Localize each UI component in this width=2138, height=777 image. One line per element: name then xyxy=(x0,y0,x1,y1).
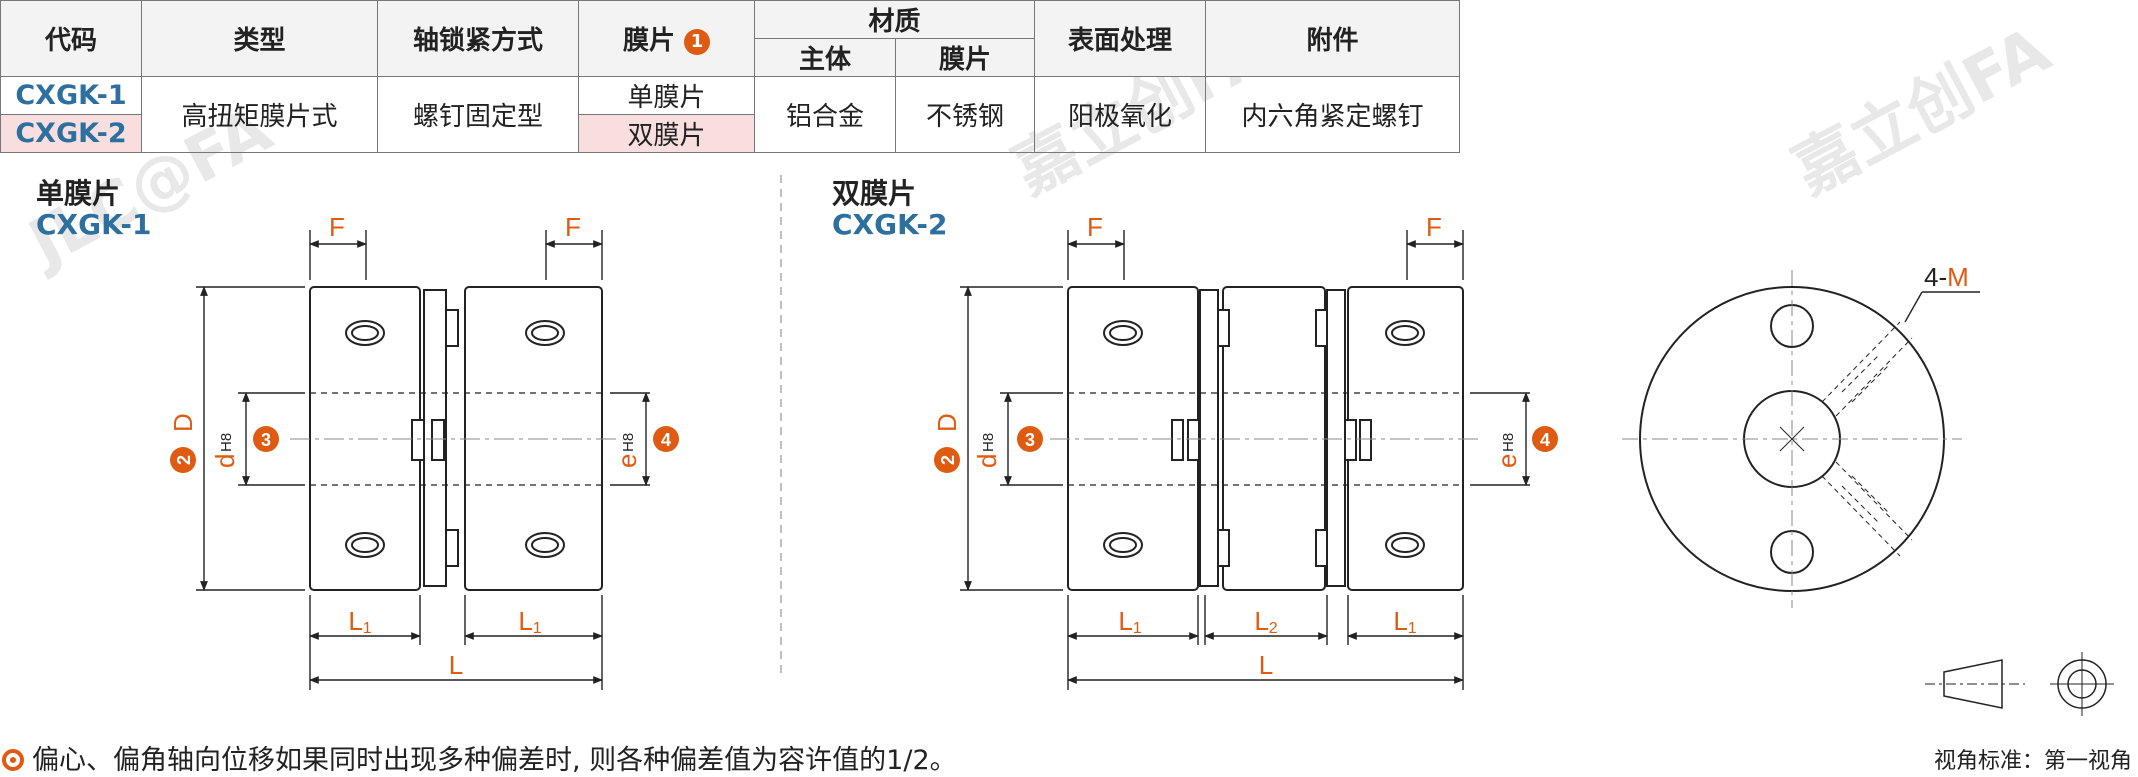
right-dim-labels: F F 2 D d H8 3 e H8 4 L1 L2 L1 L xyxy=(932,212,1558,680)
mount-hole xyxy=(525,532,565,558)
projection-symbol xyxy=(1925,652,2114,716)
view-standard-label: 视角标准：第一视角 xyxy=(1933,749,2132,774)
screw-head xyxy=(1217,309,1230,347)
screw-head xyxy=(1315,309,1328,347)
badge-2: 2 xyxy=(938,455,958,465)
dim-L1: L1 xyxy=(1393,606,1416,637)
row-accessory: 内六角紧定螺钉 xyxy=(1205,76,1460,153)
dim-e: e xyxy=(612,454,642,468)
footnote-text: 偏心、偏角轴向位移如果同时出现多种偏差时, 则各种偏差值为容许值的1/2。 xyxy=(32,745,957,776)
left-dimensions xyxy=(196,230,650,690)
row-lock: 螺钉固定型 xyxy=(377,76,579,153)
mount-hole xyxy=(345,532,385,558)
end-view xyxy=(1622,270,1980,608)
dim-e-tolerance: H8 xyxy=(1500,433,1517,452)
header-type: 类型 xyxy=(141,0,378,77)
mount-hole xyxy=(345,320,385,346)
left-dim-labels: F F 2 D d H8 3 e H8 4 L1 L1 L xyxy=(168,212,679,680)
dim-e: e xyxy=(1492,454,1522,468)
badge-1: 1 xyxy=(684,28,711,55)
left-view-title: 单膜片 xyxy=(36,177,121,210)
left-view-code: CXGK-1 xyxy=(36,208,152,241)
screw-head xyxy=(445,529,459,567)
dim-e-tolerance: H8 xyxy=(620,433,637,452)
row-type: 高扭矩膜片式 xyxy=(141,76,378,153)
dim-d: d xyxy=(210,454,240,468)
dim-F: F xyxy=(329,212,345,242)
mount-hole xyxy=(1109,325,1137,341)
dim-F: F xyxy=(1426,212,1442,242)
header-material: 材质 xyxy=(754,0,1035,39)
footnote: 偏心、偏角轴向位移如果同时出现多种偏差时, 则各种偏差值为容许值的1/2。 xyxy=(0,738,957,777)
screw-head xyxy=(1344,419,1357,461)
mount-hole xyxy=(1103,320,1143,346)
mount-hole xyxy=(1385,320,1425,346)
dim-L: L xyxy=(449,650,463,680)
dim-L1: L1 xyxy=(348,606,371,637)
dim-D: D xyxy=(168,413,198,432)
row-diaphragm-material: 不锈钢 xyxy=(895,76,1035,153)
left-coupling xyxy=(309,286,603,591)
header-code: 代码 xyxy=(0,0,142,77)
badge-4: 4 xyxy=(661,430,671,450)
header-diaphragm-label: 膜片 xyxy=(622,26,675,56)
badge-3: 3 xyxy=(261,430,271,450)
dim-d-tolerance: H8 xyxy=(218,433,235,452)
end-centerlines xyxy=(1622,270,1962,608)
row-diaphragm: 双膜片 xyxy=(578,114,755,153)
row-code: CXGK-2 xyxy=(0,114,142,153)
mount-hole xyxy=(1109,537,1137,553)
row-body: 铝合金 xyxy=(754,76,896,153)
holes-callout: 4-M xyxy=(1924,262,1969,292)
dim-D: D xyxy=(932,413,962,432)
dim-F: F xyxy=(1087,212,1103,242)
dim-d: d xyxy=(972,454,1002,468)
badge-3: 3 xyxy=(1025,430,1035,450)
row-code: CXGK-1 xyxy=(0,76,142,115)
dim-L1: L1 xyxy=(518,606,541,637)
header-diaphragm-material: 膜片 xyxy=(895,38,1035,77)
spec-table: 代码 类型 轴锁紧方式 膜片 1 材质 表面处理 附件 主体 膜片 CXGK-1… xyxy=(0,0,1460,153)
dim-F: F xyxy=(565,212,581,242)
screw-head xyxy=(1359,419,1372,461)
header-diaphragm: 膜片 1 xyxy=(578,0,755,77)
mount-hole xyxy=(351,537,379,553)
screw-head xyxy=(1187,419,1200,461)
mount-hole xyxy=(531,537,559,553)
screw-head xyxy=(411,419,425,461)
left-bore-lines xyxy=(310,392,602,486)
mount-hole xyxy=(1385,532,1425,558)
mount-hole xyxy=(1391,325,1419,341)
diaphragm-plate xyxy=(1199,289,1219,587)
note-bullet-icon xyxy=(2,749,24,771)
screw-head xyxy=(1171,419,1184,461)
set-screw-holes xyxy=(1821,321,1913,557)
mount-hole xyxy=(1103,532,1143,558)
right-view-code: CXGK-2 xyxy=(832,208,948,241)
badge-4: 4 xyxy=(1540,430,1550,450)
screw-head xyxy=(431,419,445,461)
screw-head xyxy=(1217,529,1230,567)
bore-cross xyxy=(1779,426,1805,452)
row-diaphragm: 单膜片 xyxy=(578,76,755,115)
header-accessory: 附件 xyxy=(1205,0,1460,77)
mount-hole xyxy=(531,325,559,341)
dim-L2: L2 xyxy=(1254,606,1277,637)
mount-hole xyxy=(525,320,565,346)
dim-L1: L1 xyxy=(1118,606,1141,637)
diaphragm-plate xyxy=(1326,289,1346,587)
dim-d-tolerance: H8 xyxy=(980,433,997,452)
right-dimensions xyxy=(960,230,1530,690)
callout-leader xyxy=(1904,291,1923,323)
badge-2: 2 xyxy=(174,455,194,465)
mount-hole xyxy=(1391,537,1419,553)
mount-hole xyxy=(351,325,379,341)
screw-head xyxy=(445,309,459,347)
right-view-title: 双膜片 xyxy=(832,177,917,210)
screw-head xyxy=(1315,529,1328,567)
header-body: 主体 xyxy=(754,38,896,77)
dim-L: L xyxy=(1259,650,1273,680)
